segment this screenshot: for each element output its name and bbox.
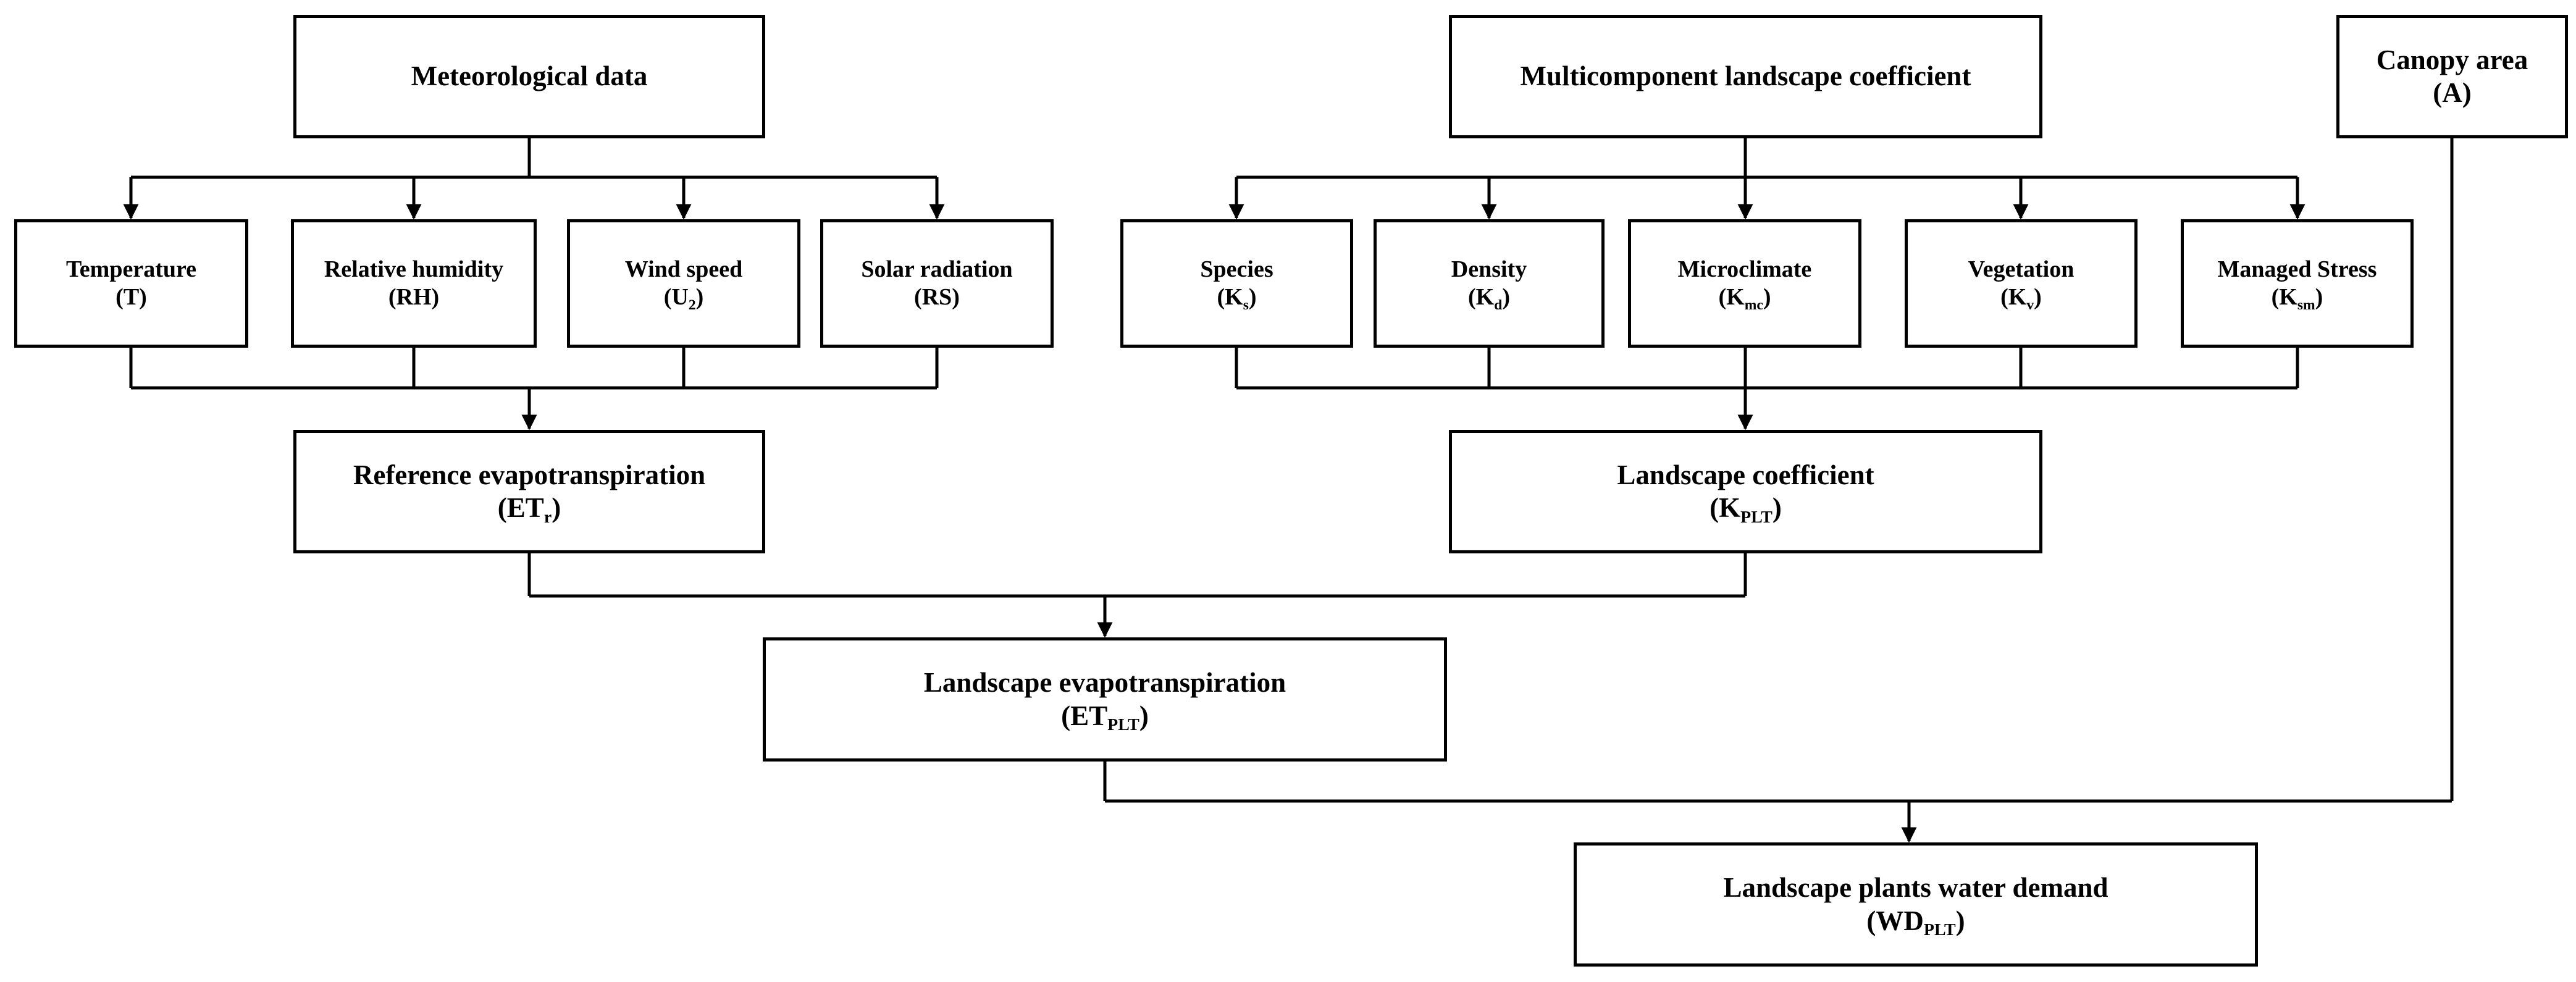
node-symbol: (Ksm)	[2271, 284, 2323, 313]
node-microclimate: Microclimate (Kmc)	[1628, 219, 1861, 348]
node-symbol: (ETPLT)	[1061, 700, 1149, 735]
node-label: Microclimate	[1677, 256, 1812, 283]
node-symbol: (WDPLT)	[1866, 905, 1965, 940]
node-water-demand: Landscape plants water demand (WDPLT)	[1574, 842, 2258, 967]
symbol-base: K	[1225, 284, 1243, 310]
node-label: Vegetation	[1968, 256, 2075, 283]
node-label: Landscape plants water demand	[1723, 872, 2108, 904]
node-wind-speed: Wind speed (U2)	[567, 219, 800, 348]
node-canopy-area: Canopy area (A)	[2336, 15, 2568, 138]
symbol-base: ET	[1070, 700, 1108, 731]
symbol-base: K	[1719, 492, 1741, 523]
node-landscape-evapotranspiration: Landscape evapotranspiration (ETPLT)	[763, 637, 1447, 762]
symbol-subscript: mc	[1744, 296, 1763, 313]
node-relative-humidity: Relative humidity (RH)	[291, 219, 537, 348]
node-symbol: (KPLT)	[1710, 492, 1782, 527]
node-symbol: (T)	[115, 284, 147, 310]
node-symbol: (U2)	[663, 284, 704, 313]
node-label: Wind speed	[624, 256, 743, 283]
node-reference-evapotranspiration: Reference evapotranspiration (ETr)	[293, 430, 765, 553]
node-label: Meteorological data	[411, 61, 648, 92]
symbol-base: K	[2008, 284, 2027, 310]
symbol-base: WD	[1876, 905, 1924, 936]
node-label: Multicomponent landscape coefficient	[1520, 61, 1971, 92]
node-label: Relative humidity	[324, 256, 504, 283]
node-symbol: (Ks)	[1217, 284, 1257, 313]
symbol-base: K	[1475, 284, 1495, 310]
symbol-base: K	[2279, 284, 2297, 310]
node-symbol: (Kmc)	[1718, 284, 1771, 313]
node-symbol: (RH)	[388, 284, 440, 310]
symbol-subscript: sm	[2297, 296, 2315, 313]
node-solar-radiation: Solar radiation (RS)	[820, 219, 1054, 348]
node-label: Solar radiation	[861, 256, 1013, 283]
node-label: Canopy area	[2376, 44, 2528, 75]
node-multicomponent-coefficient: Multicomponent landscape coefficient	[1449, 15, 2042, 138]
node-label: Reference evapotranspiration	[353, 459, 706, 490]
node-vegetation: Vegetation (Kv)	[1905, 219, 2138, 348]
node-density: Density (Kd)	[1374, 219, 1605, 348]
node-symbol: (A)	[2433, 77, 2472, 108]
node-label: Landscape coefficient	[1617, 459, 1874, 490]
node-label: Landscape evapotranspiration	[923, 667, 1286, 699]
node-label: Density	[1451, 256, 1527, 283]
node-symbol: (RS)	[914, 284, 960, 310]
symbol-base: ET	[506, 492, 544, 523]
node-symbol: (ETr)	[497, 492, 561, 527]
symbol-subscript: r	[543, 507, 552, 527]
symbol-subscript: PLT	[1740, 507, 1773, 527]
node-symbol: (Kv)	[2000, 284, 2042, 313]
symbol-base: U	[671, 284, 689, 310]
symbol-subscript: v	[2026, 296, 2034, 313]
node-meteorological-data: Meteorological data	[293, 15, 765, 138]
node-managed-stress: Managed Stress (Ksm)	[2181, 219, 2414, 348]
node-species: Species (Ks)	[1120, 219, 1353, 348]
node-landscape-coefficient: Landscape coefficient (KPLT)	[1449, 430, 2042, 553]
symbol-subscript: PLT	[1107, 715, 1139, 735]
node-label: Managed Stress	[2217, 256, 2377, 283]
symbol-subscript: d	[1494, 296, 1503, 313]
node-label: Species	[1200, 256, 1273, 283]
node-symbol: (Kd)	[1468, 284, 1510, 313]
symbol-subscript: s	[1243, 296, 1249, 313]
symbol-subscript: PLT	[1923, 920, 1956, 940]
node-temperature: Temperature (T)	[14, 219, 248, 348]
node-label: Temperature	[65, 256, 197, 283]
symbol-subscript: 2	[688, 296, 696, 313]
symbol-base: K	[1726, 284, 1745, 310]
